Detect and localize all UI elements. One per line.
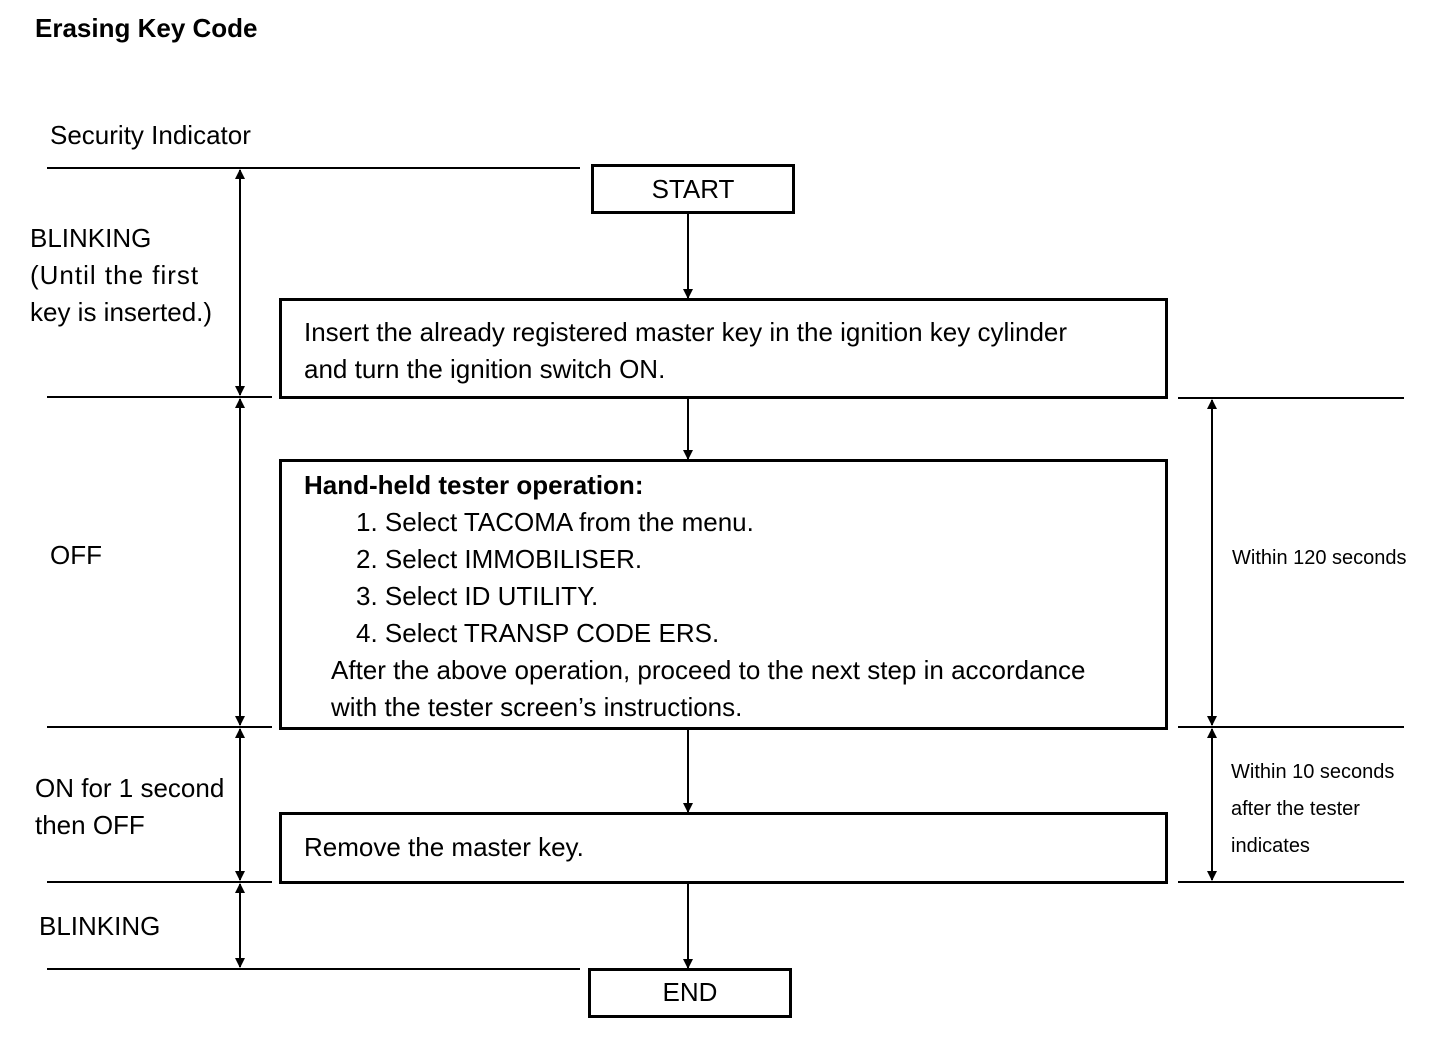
step2-note-line-1: After the above operation, proceed to th… — [331, 655, 1086, 685]
step1-line-1: Insert the already registered master key… — [304, 317, 1068, 347]
phase-blinking-1-line-1: BLINKING — [30, 223, 152, 253]
step2-box: Hand-held tester operation: 1. Select TA… — [279, 459, 1168, 730]
step2-item-4: 4. Select TRANSP CODE ERS. — [356, 618, 720, 648]
start-box: START — [591, 164, 795, 214]
timing-label-10s-line-1: Within 10 seconds — [1231, 761, 1395, 783]
page-title: Erasing Key Code — [35, 13, 258, 43]
timing-label-10s-line-2: after the tester — [1231, 798, 1360, 820]
start-label: START — [651, 174, 735, 204]
step2-item-3: 3. Select ID UTILITY. — [356, 581, 599, 611]
phase-off: OFF — [50, 540, 102, 570]
phase-on-then-off-line-2: then OFF — [35, 810, 145, 840]
step3-box: Remove the master key. — [279, 812, 1168, 884]
phase-blinking-1-line-3: key is inserted.) — [30, 297, 213, 327]
step1-line-2: and turn the ignition switch ON. — [304, 354, 666, 384]
end-label: END — [662, 977, 718, 1007]
end-box: END — [588, 968, 792, 1018]
step2-note-line-2: with the tester screen’s instructions. — [331, 692, 743, 722]
timing-label-120s: Within 120 seconds — [1232, 547, 1407, 569]
step2-item-2: 2. Select IMMOBILISER. — [356, 544, 643, 574]
step2-item-1: 1. Select TACOMA from the menu. — [356, 507, 754, 537]
step3-text: Remove the master key. — [304, 832, 584, 862]
phase-blinking-2: BLINKING — [39, 911, 161, 941]
phase-on-then-off-line-1: ON for 1 second — [35, 773, 225, 803]
step2-title: Hand-held tester operation: — [304, 470, 644, 500]
phase-blinking-1-line-2: (Until the first — [30, 260, 200, 290]
timing-label-10s-line-3: indicates — [1231, 835, 1310, 857]
step1-box: Insert the already registered master key… — [279, 298, 1168, 399]
indicator-header: Security Indicator — [50, 120, 251, 150]
